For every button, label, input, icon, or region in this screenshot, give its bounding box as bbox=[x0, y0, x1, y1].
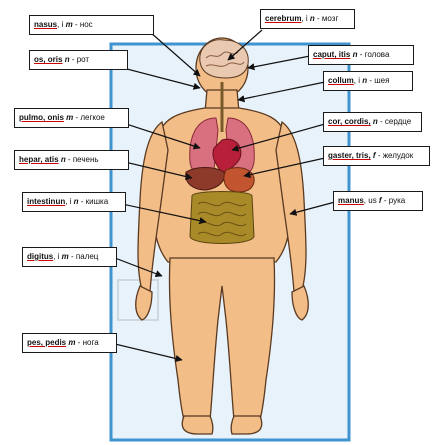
pointer-pulmo bbox=[119, 121, 201, 150]
brain bbox=[199, 39, 249, 79]
stomach bbox=[223, 167, 255, 193]
label-pulmo: pulmo, onis m - легкое bbox=[14, 108, 129, 128]
background-faint-text bbox=[117, 279, 159, 321]
pointer-lines bbox=[107, 29, 336, 362]
label-os: os, oris n - рот bbox=[29, 50, 128, 70]
label-caput: caput, itis n - голова bbox=[308, 45, 414, 65]
pointer-hepar bbox=[124, 161, 193, 180]
pointer-pes bbox=[114, 343, 183, 362]
intestines bbox=[189, 191, 255, 244]
label-cerebrum: cerebrum, i n - мозг bbox=[260, 9, 355, 29]
label-hepar: hepar, atis n - печень bbox=[14, 150, 129, 170]
body-silhouette bbox=[135, 37, 309, 435]
pointer-cerebrum bbox=[227, 29, 263, 61]
label-intestinum: intestinun, i n - кишка bbox=[22, 192, 126, 212]
label-nasus: nasus, i m - нос bbox=[29, 15, 154, 35]
pointer-digitus bbox=[114, 257, 163, 278]
label-cor: cor, cordis, n - сердце bbox=[323, 112, 422, 132]
label-pes: pes, pedis m - нога bbox=[22, 333, 117, 353]
label-digitus: digitus, i m - палец bbox=[22, 247, 117, 267]
pointer-caput bbox=[247, 55, 311, 71]
pointer-gaster bbox=[243, 157, 326, 179]
label-collum: collum, i n - шея bbox=[323, 71, 413, 91]
pointer-intestinum bbox=[121, 203, 207, 225]
pointer-nasus bbox=[149, 31, 201, 77]
label-manus: manus, us f - рука bbox=[333, 191, 423, 211]
pointer-manus bbox=[289, 201, 336, 216]
pointer-cor bbox=[231, 123, 326, 152]
pointer-collum bbox=[237, 81, 326, 103]
liver bbox=[185, 167, 225, 191]
label-gaster: gaster, tris, f - желудок bbox=[323, 146, 430, 166]
